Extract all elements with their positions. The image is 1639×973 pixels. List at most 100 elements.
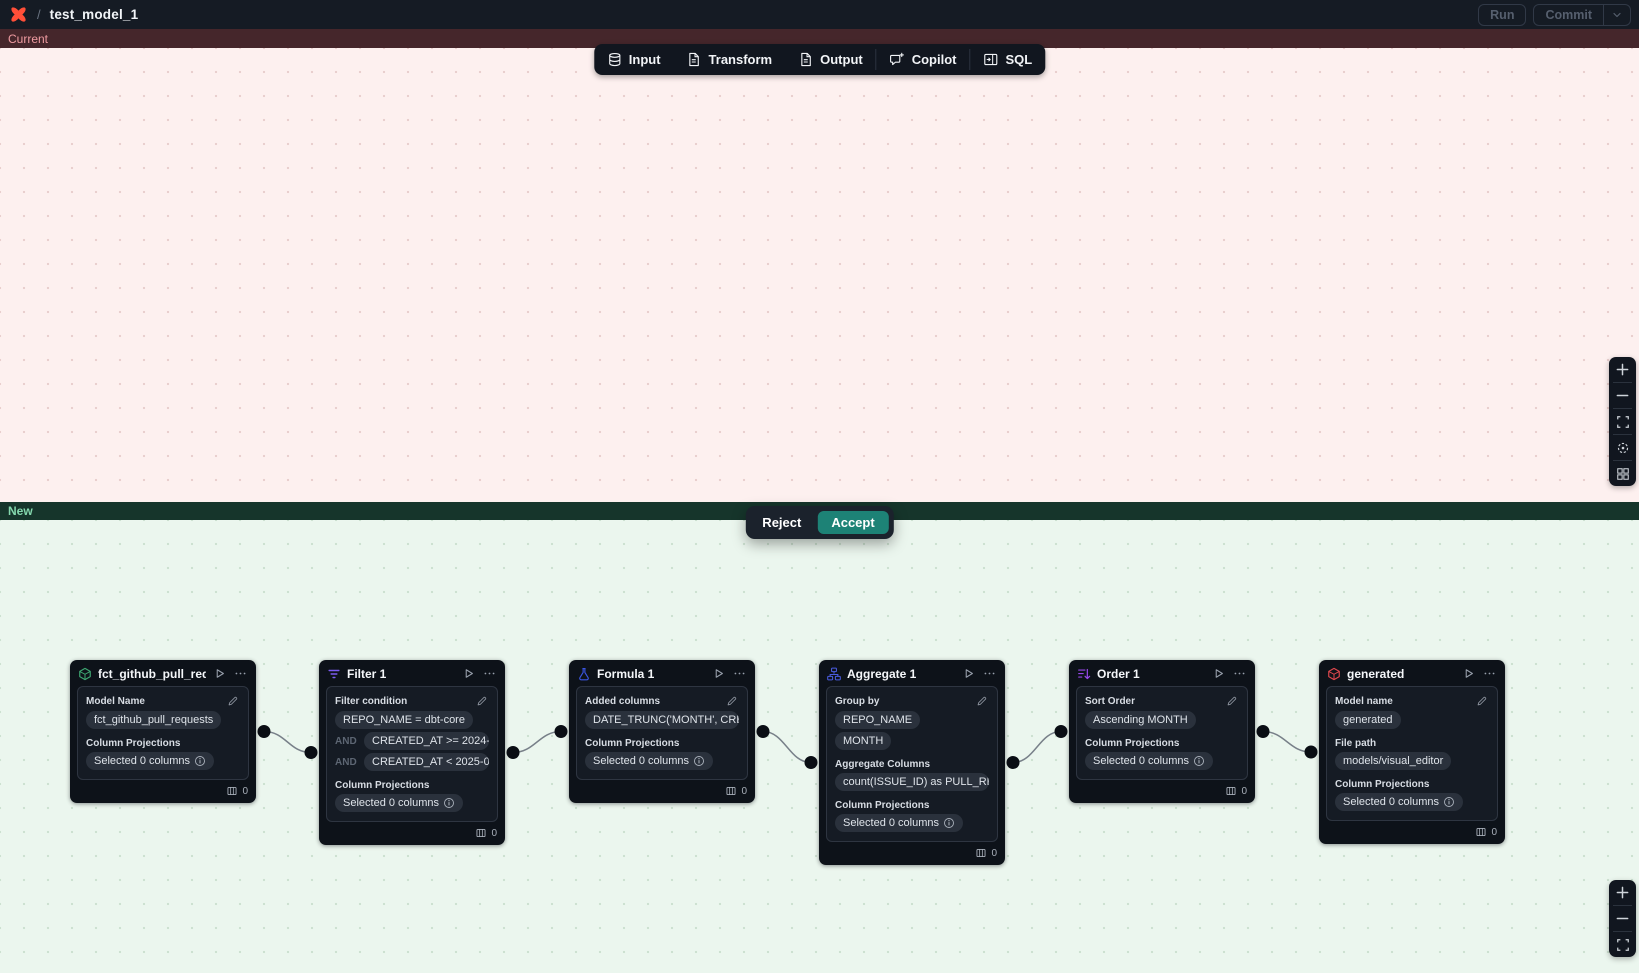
target-handle[interactable] xyxy=(554,725,568,738)
database-icon xyxy=(607,52,622,67)
node-title: Formula 1 xyxy=(597,666,655,681)
node-menu-button[interactable] xyxy=(1482,666,1497,681)
node-section: Column Projections Selected 0 columns xyxy=(1085,738,1239,770)
value-pill[interactable]: MONTH xyxy=(835,732,892,750)
column-count: 0 xyxy=(491,827,497,839)
dbt-logo-icon[interactable] xyxy=(8,5,28,25)
value-pill[interactable]: REPO_NAME = dbt-core xyxy=(335,711,473,729)
edge xyxy=(263,730,312,754)
section-label-row: Aggregate Columns xyxy=(835,759,989,770)
cube-icon xyxy=(1327,667,1341,681)
target-handle[interactable] xyxy=(1054,725,1068,738)
run-node-button[interactable] xyxy=(1461,666,1476,681)
value-pill[interactable]: Selected 0 columns xyxy=(585,752,713,770)
node-menu-button[interactable] xyxy=(732,666,747,681)
edge xyxy=(512,730,562,754)
edit-icon[interactable] xyxy=(975,694,989,708)
edit-icon[interactable] xyxy=(1225,694,1239,708)
breadcrumb-separator: / xyxy=(37,7,41,22)
header-actions: Run Commit xyxy=(1478,3,1631,26)
value-pill[interactable]: CREATED_AT >= 2024-12-01 xyxy=(364,732,489,750)
value-pill[interactable]: Selected 0 columns xyxy=(86,752,214,770)
node-order-1[interactable]: Order 1 Sort Order Ascending MONTH Colum… xyxy=(1069,660,1255,803)
zoom-in-button[interactable] xyxy=(1609,357,1636,382)
node-formula-1[interactable]: Formula 1 Added columns DATE_TRUNC('MONT… xyxy=(569,660,755,803)
node-aggregate-1[interactable]: Aggregate 1 Group by REPO_NAME MONTH Agg… xyxy=(819,660,1005,865)
grid-layout-button[interactable] xyxy=(1609,461,1636,486)
run-node-button[interactable] xyxy=(212,666,227,681)
node-menu-button[interactable] xyxy=(482,666,497,681)
value-pill[interactable]: DATE_TRUNC('MONTH', CREATED_AT… xyxy=(585,711,739,729)
pill-row: DATE_TRUNC('MONTH', CREATED_AT… xyxy=(585,711,739,729)
edit-icon[interactable] xyxy=(725,694,739,708)
value-pill[interactable]: Selected 0 columns xyxy=(1335,793,1463,811)
value-pill[interactable]: CREATED_AT < 2025-03-01 xyxy=(364,753,489,771)
zoom-out-button[interactable] xyxy=(1609,906,1636,931)
run-node-button[interactable] xyxy=(711,666,726,681)
pill-row: Selected 0 columns xyxy=(585,752,739,770)
zoom-in-button[interactable] xyxy=(1609,880,1636,905)
node-section: Column Projections Selected 0 columns xyxy=(585,738,739,770)
source-handle[interactable] xyxy=(506,746,520,759)
source-handle[interactable] xyxy=(1256,725,1270,738)
run-button[interactable]: Run xyxy=(1478,3,1527,26)
node-filter-1[interactable]: Filter 1 Filter condition REPO_NAME = db… xyxy=(319,660,505,845)
node-menu-button[interactable] xyxy=(1232,666,1247,681)
toolbar-output-button[interactable]: Output xyxy=(785,44,876,75)
toolbar-input-button[interactable]: Input xyxy=(594,44,674,75)
reject-button[interactable]: Reject xyxy=(750,511,813,534)
node-panel: Added columns DATE_TRUNC('MONTH', CREATE… xyxy=(576,686,748,780)
run-node-button[interactable] xyxy=(961,666,976,681)
new-canvas[interactable]: fct_github_pull_requests Model Name fct_… xyxy=(0,520,1639,973)
commit-button[interactable]: Commit xyxy=(1545,7,1592,22)
node-generated[interactable]: generated Model name generated File path… xyxy=(1319,660,1505,844)
chevron-down-icon[interactable] xyxy=(1603,4,1630,25)
toolbar-copilot-button[interactable]: Copilot xyxy=(877,44,970,75)
edit-icon[interactable] xyxy=(475,694,489,708)
pill-row: Selected 0 columns xyxy=(1335,793,1489,811)
node-section: Aggregate Columns count(ISSUE_ID) as PUL… xyxy=(835,759,989,791)
node-fct-github-pull-requests[interactable]: fct_github_pull_requests Model Name fct_… xyxy=(70,660,256,803)
toolbar-sql-label: SQL xyxy=(1005,52,1033,67)
pill-row: REPO_NAME xyxy=(835,711,989,729)
locate-button[interactable] xyxy=(1609,435,1636,460)
columns-icon xyxy=(475,827,487,839)
value-pill[interactable]: Selected 0 columns xyxy=(335,794,463,812)
value-pill[interactable]: count(ISSUE_ID) as PULL_REQUEST_… xyxy=(835,773,989,791)
value-pill[interactable]: REPO_NAME xyxy=(835,711,921,729)
section-label: Column Projections xyxy=(1085,738,1180,749)
zoom-panel-new xyxy=(1609,880,1636,957)
node-menu-button[interactable] xyxy=(982,666,997,681)
toolbar-sql-button[interactable]: SQL xyxy=(970,44,1045,75)
value-pill[interactable]: models/visual_editor xyxy=(1335,752,1452,770)
target-handle[interactable] xyxy=(804,756,818,769)
pill-row: Selected 0 columns xyxy=(1085,752,1239,770)
node-menu-button[interactable] xyxy=(233,666,248,681)
value-pill[interactable]: Selected 0 columns xyxy=(1085,752,1213,770)
source-handle[interactable] xyxy=(1006,756,1020,769)
fit-view-button[interactable] xyxy=(1609,932,1636,957)
run-node-button[interactable] xyxy=(1211,666,1226,681)
value-pill[interactable]: Selected 0 columns xyxy=(835,814,963,832)
edit-icon[interactable] xyxy=(1475,694,1489,708)
target-handle[interactable] xyxy=(1304,745,1318,759)
zoom-panel-divider xyxy=(1613,931,1632,932)
pill-row: Selected 0 columns xyxy=(86,752,240,770)
edit-icon[interactable] xyxy=(226,694,240,708)
run-node-button[interactable] xyxy=(461,666,476,681)
value-pill[interactable]: generated xyxy=(1335,711,1401,729)
section-label: Added columns xyxy=(585,695,661,707)
fit-view-button[interactable] xyxy=(1609,409,1636,434)
zoom-out-button[interactable] xyxy=(1609,383,1636,408)
source-handle[interactable] xyxy=(257,725,271,738)
value-pill[interactable]: fct_github_pull_requests xyxy=(86,711,222,729)
accept-button[interactable]: Accept xyxy=(817,511,889,534)
commit-split-button[interactable]: Commit xyxy=(1533,3,1631,26)
toolbar-transform-button[interactable]: Transform xyxy=(674,44,786,75)
value-pill[interactable]: Ascending MONTH xyxy=(1085,711,1196,729)
source-handle[interactable] xyxy=(756,725,770,738)
current-canvas[interactable] xyxy=(0,48,1639,502)
node-footer: 0 xyxy=(819,842,1005,865)
node-section: File path models/visual_editor xyxy=(1335,738,1489,770)
target-handle[interactable] xyxy=(304,746,318,759)
